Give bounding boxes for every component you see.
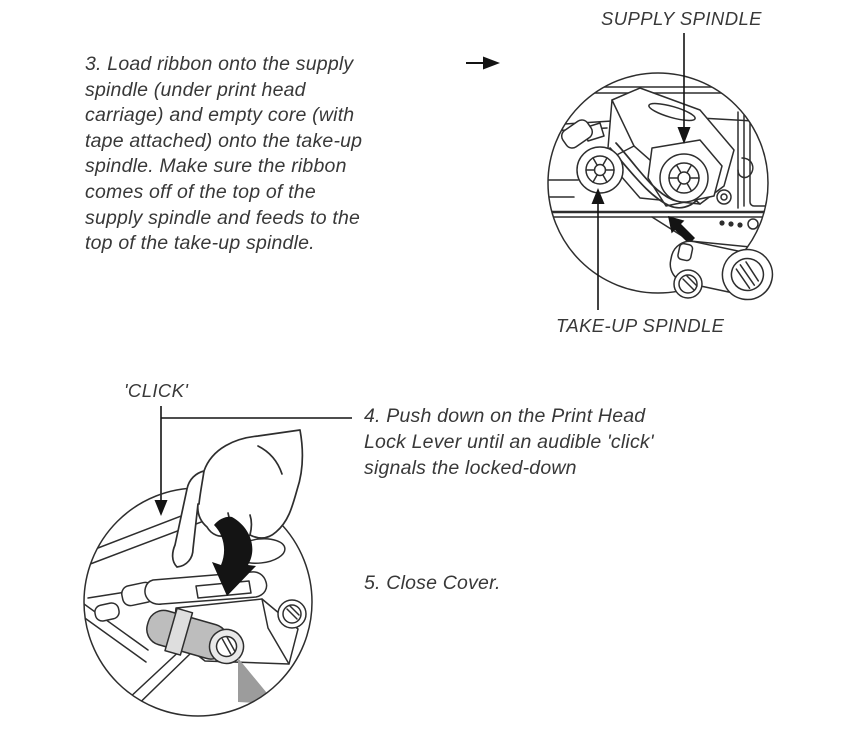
hand-pointer	[171, 429, 304, 568]
step-4-instruction: 4. Push down on the Print Head Lock Leve…	[364, 405, 654, 479]
ribbon-roll	[669, 240, 774, 301]
insert-up-arrow-icon	[668, 216, 695, 244]
take-up-spindle-leader-arrow	[591, 188, 605, 310]
step-3-instruction: 3. Load ribbon onto the supply spindle (…	[85, 53, 363, 255]
supply-spindle-drawing	[659, 153, 709, 203]
supply-spindle-leader-arrow	[677, 33, 691, 144]
lock-lever-figure	[83, 429, 313, 717]
take-up-spindle-label: TAKE-UP SPINDLE	[556, 315, 725, 336]
click-leader-arrow	[154, 406, 352, 516]
step3-pointer-right-arrow-icon	[466, 56, 500, 70]
press-down-arrow-icon	[212, 516, 256, 596]
supply-spindle-label: SUPPLY SPINDLE	[601, 8, 762, 29]
ribbon-roll-gray	[146, 607, 245, 665]
click-label: 'CLICK'	[124, 380, 189, 401]
ribbon-spindles-figure	[547, 72, 774, 301]
take-up-spindle-drawing	[560, 119, 624, 194]
step-5-instruction: 5. Close Cover.	[364, 572, 501, 594]
